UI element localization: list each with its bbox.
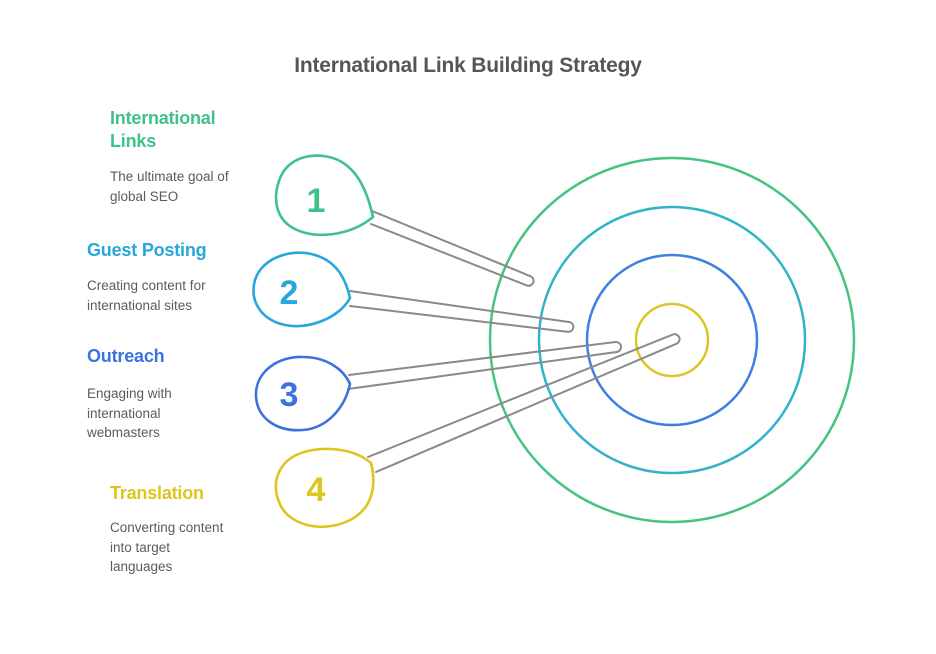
item-4-description: Converting content into target languages [110, 518, 223, 577]
item-4-desc-line-1: Converting content [110, 520, 224, 535]
item-2-heading-line-1: Guest Posting [87, 240, 207, 260]
item-2-desc-line-1: Creating content for [87, 278, 206, 293]
blob-2-shape [252, 251, 352, 328]
item-1-desc-line-2: global SEO [110, 188, 179, 204]
item-1-heading-line-1: International [110, 108, 216, 128]
connector-2-pointer [349, 290, 575, 333]
item-4-heading-line-1: Translation [110, 483, 204, 503]
blob-4-shape [274, 447, 375, 529]
target-second-ring [537, 205, 807, 475]
item-3-description: Engaging with international webmasters [87, 384, 172, 443]
blob-2-number: 2 [280, 274, 299, 312]
blob-1-shape [274, 154, 375, 237]
item-2-description: Creating content for international sites [87, 276, 206, 315]
item-3-desc-line-2: international [87, 405, 161, 421]
item-2-heading: Guest Posting [87, 239, 207, 262]
target-bullseye-ring [634, 302, 710, 378]
item-4-heading: Translation [110, 482, 204, 505]
item-4-desc-line-2: into target [110, 539, 171, 555]
blob-3-shape [254, 355, 352, 432]
item-1-heading-line-2: Links [110, 131, 157, 151]
target-third-ring [585, 253, 759, 427]
item-1-heading: International Links [110, 107, 216, 153]
item-4-desc-line-3: languages [110, 559, 173, 574]
item-3-desc-line-3: webmasters [87, 425, 160, 440]
target-outer-ring [488, 156, 856, 524]
item-1-desc-line-1: The ultimate goal of [110, 169, 229, 184]
blob-3-number: 3 [280, 376, 299, 414]
connector-3-pointer [347, 341, 623, 390]
connector-4-pointer [367, 333, 681, 473]
item-3-desc-line-1: Engaging with [87, 386, 172, 401]
blob-1-number: 1 [307, 182, 326, 220]
blob-4-number: 4 [307, 471, 326, 509]
item-3-heading-line-1: Outreach [87, 346, 165, 366]
page-title: International Link Building Strategy [294, 54, 642, 77]
item-3-heading: Outreach [87, 345, 165, 368]
connector-1-pointer [370, 210, 535, 287]
item-2-desc-line-2: international sites [87, 297, 193, 313]
item-1-description: The ultimate goal of global SEO [110, 167, 229, 206]
